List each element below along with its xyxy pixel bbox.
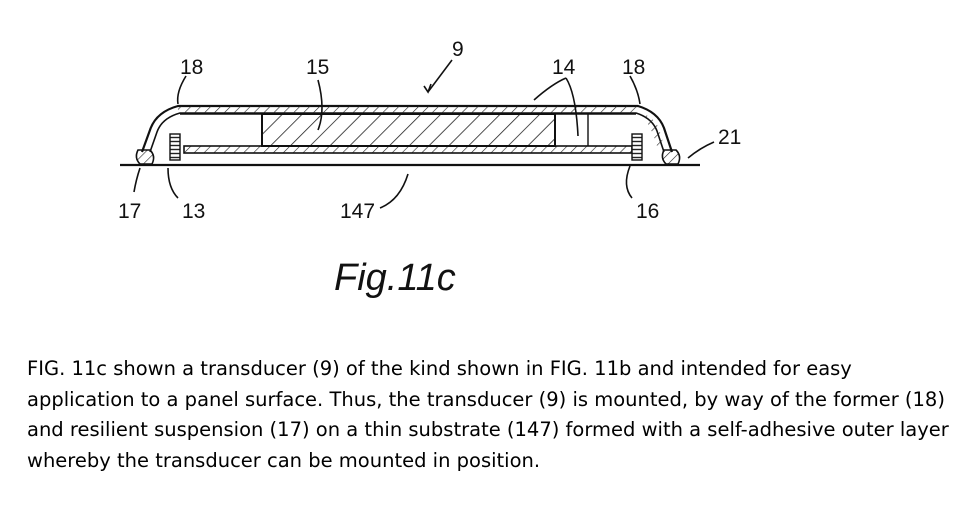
figure-caption: Fig.11c: [334, 257, 456, 299]
label-9: 9: [452, 38, 464, 61]
label-15: 15: [306, 56, 329, 79]
base-plate: [183, 145, 633, 154]
label-14: 14: [552, 56, 576, 79]
inner-plate: [180, 113, 636, 146]
coil-left-13: [169, 133, 181, 161]
label-16: 16: [636, 200, 659, 223]
patent-figure-11c: 9 18 15 14 18 21 17 13 147 16 Fig.11c: [118, 38, 741, 299]
suspension-left-17: [135, 149, 155, 165]
label-18-left: 18: [180, 56, 203, 79]
figure-description: FIG. 11c shown a transducer (9) of the k…: [27, 357, 949, 472]
label-18-right: 18: [622, 56, 645, 79]
suspension-right: [661, 149, 681, 165]
leader-lines: [133, 59, 715, 209]
label-21: 21: [718, 126, 741, 149]
label-13: 13: [182, 200, 205, 223]
coil-right-16: [631, 133, 643, 161]
label-147: 147: [340, 200, 375, 223]
magnet-15: [261, 113, 556, 147]
label-17: 17: [118, 200, 141, 223]
